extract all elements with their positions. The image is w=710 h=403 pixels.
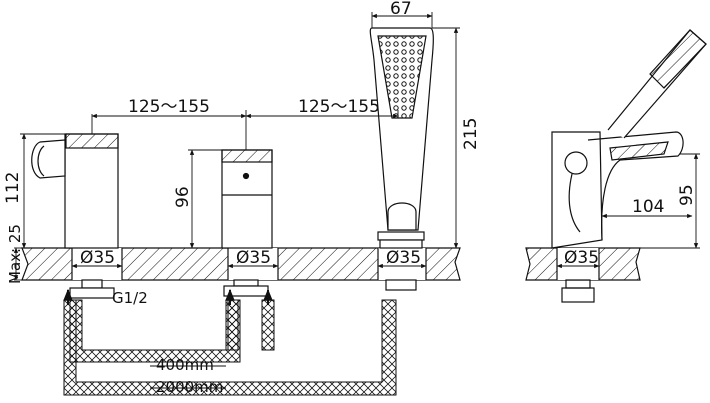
dim-spacing-left: 125～155 [128, 97, 210, 117]
dim-hole-side: Ø35 [564, 248, 599, 268]
dim-handshower-width: 67 [390, 0, 412, 19]
flow-arrows [63, 288, 273, 305]
dim-spout-height: 112 [3, 172, 23, 204]
spout-body [31, 133, 119, 299]
dim-handshower-height: 215 [461, 118, 481, 150]
dim-spout-projection: 104 [632, 197, 664, 217]
hoses [63, 299, 397, 396]
handshower [369, 27, 434, 291]
dimension-lines [13, 12, 700, 389]
side-view [525, 29, 707, 303]
dim-hole-spout: Ø35 [80, 248, 115, 268]
dim-max-thickness: Max: 25 [6, 224, 24, 284]
label-hose-short: 400mm [156, 356, 214, 374]
label-hose-long: 2000mm [156, 378, 223, 396]
dim-side-height: 95 [677, 184, 697, 206]
dim-hole-valve: Ø35 [236, 248, 271, 268]
valve-body [221, 149, 273, 297]
dim-hole-shower: Ø35 [386, 248, 421, 268]
dim-valve-height: 96 [173, 186, 193, 208]
dim-spacing-right: 125～155 [298, 97, 380, 117]
label-thread: G1/2 [112, 289, 148, 307]
